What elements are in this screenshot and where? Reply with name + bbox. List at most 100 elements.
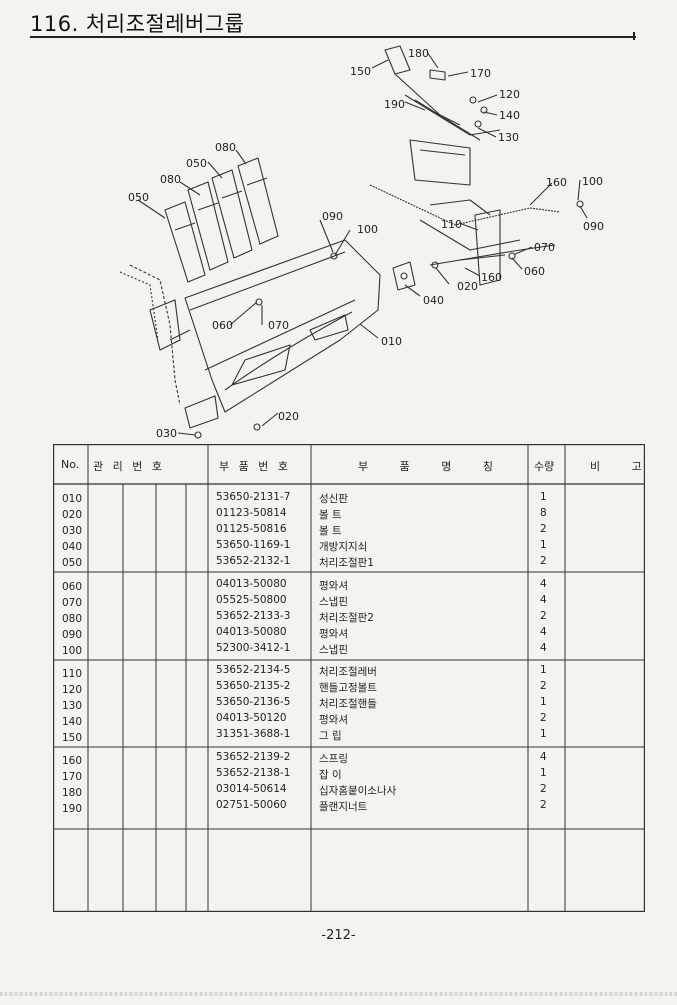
row-qty: 2 bbox=[540, 712, 547, 724]
row-qty: 2 bbox=[540, 610, 547, 622]
row-no: 120 bbox=[62, 684, 83, 696]
callout-label: 030 bbox=[156, 427, 177, 440]
row-no: 140 bbox=[62, 716, 83, 728]
row-qty: 2 bbox=[540, 783, 547, 795]
row-no: 030 bbox=[62, 525, 83, 537]
callout-label: 070 bbox=[534, 241, 555, 254]
callout-label: 090 bbox=[583, 220, 604, 233]
callout-label: 150 bbox=[350, 65, 371, 78]
row-no: 040 bbox=[62, 541, 83, 553]
row-part-name: 처리조절판1 bbox=[319, 557, 374, 569]
row-part-no: 01123-50814 bbox=[216, 507, 287, 519]
row-no: 100 bbox=[62, 645, 83, 657]
callout-label: 100 bbox=[582, 175, 603, 188]
row-part-name: 십자홈붙이소나사 bbox=[319, 785, 397, 797]
row-part-name: 성신판 bbox=[319, 493, 348, 505]
scan-edge bbox=[0, 992, 677, 996]
row-qty: 4 bbox=[540, 626, 547, 638]
row-no: 150 bbox=[62, 732, 83, 744]
row-part-no: 53650-2131-7 bbox=[216, 491, 291, 503]
header-no: No. bbox=[61, 458, 80, 471]
row-part-no: 04013-50080 bbox=[216, 578, 287, 590]
row-part-name: 볼 트 bbox=[319, 525, 342, 537]
row-part-no: 53650-2136-5 bbox=[216, 696, 291, 708]
callout-label: 050 bbox=[186, 157, 207, 170]
row-no: 070 bbox=[62, 597, 83, 609]
callout-label: 170 bbox=[470, 67, 491, 80]
row-part-name: 스냅핀 bbox=[319, 596, 348, 608]
row-part-name: 잡 이 bbox=[319, 769, 342, 781]
page-title: 116. 처리조절레버그룹 bbox=[30, 12, 245, 36]
callout-label: 020 bbox=[278, 410, 299, 423]
row-qty: 1 bbox=[540, 728, 547, 740]
row-part-no: 02751-50060 bbox=[216, 799, 287, 811]
row-no: 090 bbox=[62, 629, 83, 641]
row-part-no: 53652-2134-5 bbox=[216, 664, 291, 676]
row-qty: 4 bbox=[540, 578, 547, 590]
row-part-name: 평와셔 bbox=[319, 580, 348, 592]
row-no: 010 bbox=[62, 493, 83, 505]
row-no: 050 bbox=[62, 557, 83, 569]
row-qty: 2 bbox=[540, 523, 547, 535]
row-qty: 8 bbox=[540, 507, 547, 519]
callout-label: 140 bbox=[499, 109, 520, 122]
row-part-no: 53652-2132-1 bbox=[216, 555, 291, 567]
header-management-no: 관 리 번 호 bbox=[93, 460, 165, 473]
callout-label: 190 bbox=[384, 98, 405, 111]
parts-table: No. 관 리 번 호 부 품 번 호 부 품 명 칭 수량 비 고 010 5… bbox=[53, 444, 645, 912]
row-part-no: 03014-50614 bbox=[216, 783, 287, 795]
callout-label: 160 bbox=[546, 176, 567, 189]
row-qty: 4 bbox=[540, 751, 547, 763]
row-no: 060 bbox=[62, 581, 83, 593]
callout-label: 050 bbox=[128, 191, 149, 204]
callout-label: 080 bbox=[160, 173, 181, 186]
row-qty: 1 bbox=[540, 767, 547, 779]
header-qty: 수량 bbox=[534, 460, 555, 473]
row-part-name: 핸들고정볼트 bbox=[319, 682, 377, 694]
row-no: 110 bbox=[62, 668, 83, 680]
header-remarks: 비 고 bbox=[590, 460, 656, 473]
row-no: 080 bbox=[62, 613, 83, 625]
row-part-name: 플랜지너트 bbox=[319, 801, 368, 813]
callout-label: 110 bbox=[441, 218, 462, 231]
row-part-no: 52300-3412-1 bbox=[216, 642, 291, 654]
row-no: 130 bbox=[62, 700, 83, 712]
callout-label: 180 bbox=[408, 47, 429, 60]
row-qty: 1 bbox=[540, 491, 547, 503]
exploded-parts-diagram: 010 020 020 030 040 050 050 060 060 070 … bbox=[119, 45, 604, 440]
row-part-name: 스냅핀 bbox=[319, 644, 348, 656]
row-part-name: 볼 트 bbox=[319, 509, 342, 521]
row-qty: 1 bbox=[540, 539, 547, 551]
row-part-no: 04013-50080 bbox=[216, 626, 287, 638]
row-part-name: 처리조절핸들 bbox=[319, 698, 377, 710]
callout-label: 070 bbox=[268, 319, 289, 332]
callout-label: 100 bbox=[357, 223, 378, 236]
callout-label: 080 bbox=[215, 141, 236, 154]
row-no: 180 bbox=[62, 787, 83, 799]
row-qty: 4 bbox=[540, 642, 547, 654]
callout-label: 020 bbox=[457, 280, 478, 293]
row-no: 190 bbox=[62, 803, 83, 815]
row-qty: 1 bbox=[540, 696, 547, 708]
callout-label: 060 bbox=[212, 319, 233, 332]
row-no: 160 bbox=[62, 755, 83, 767]
row-part-no: 53652-2133-3 bbox=[216, 610, 291, 622]
title-rule bbox=[30, 36, 636, 38]
callout-label: 060 bbox=[524, 265, 545, 278]
callout-label: 130 bbox=[498, 131, 519, 144]
row-part-name: 개방지지쇠 bbox=[319, 541, 368, 553]
row-part-name: 평와셔 bbox=[319, 628, 348, 640]
row-part-no: 53652-2138-1 bbox=[216, 767, 291, 779]
row-part-name: 스프링 bbox=[319, 753, 348, 765]
header-part-name: 부 품 명 칭 bbox=[358, 460, 507, 473]
callout-label: 160 bbox=[481, 271, 502, 284]
row-no: 170 bbox=[62, 771, 83, 783]
row-part-name: 평와셔 bbox=[319, 714, 348, 726]
row-qty: 4 bbox=[540, 594, 547, 606]
header-part-no: 부 품 번 호 bbox=[219, 460, 291, 473]
row-part-no: 04013-50120 bbox=[216, 712, 287, 724]
callout-label: 120 bbox=[499, 88, 520, 101]
row-no: 020 bbox=[62, 509, 83, 521]
row-part-name: 그 립 bbox=[319, 730, 342, 742]
page-number: -212- bbox=[321, 928, 356, 943]
